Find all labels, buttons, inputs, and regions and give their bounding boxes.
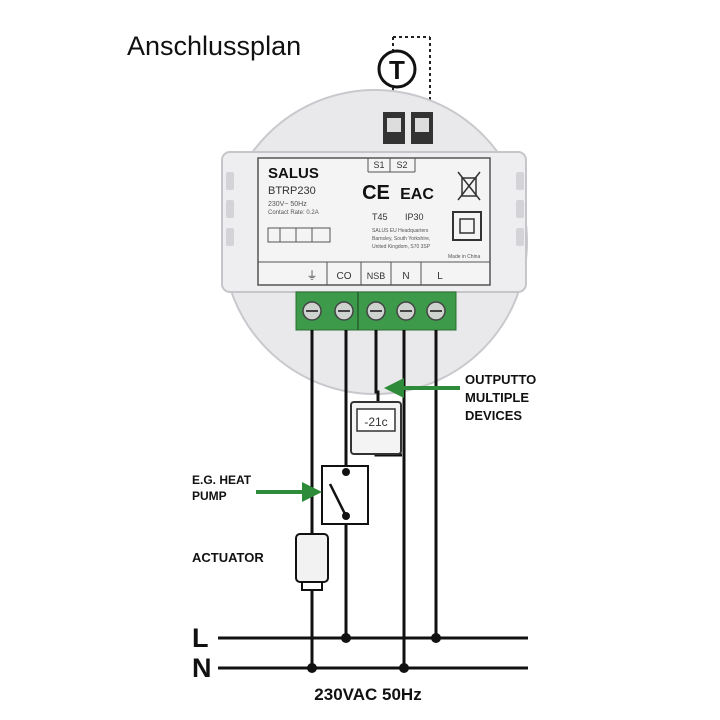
device-label: [257, 157, 491, 286]
terminal-label-nsb: NSB: [367, 271, 386, 281]
temp-rating: T45: [372, 212, 388, 222]
actuator-device: [295, 533, 329, 591]
terminal-label-earth: ⏚: [307, 269, 318, 282]
heat-pump-arrow-icon: [256, 482, 322, 502]
terminal-label-n: N: [402, 271, 409, 282]
sensor-label-s2: S2: [396, 160, 407, 170]
room-display-device: -21c: [350, 401, 402, 455]
display-readout: -21c: [364, 415, 387, 429]
terminal-labels: ⏚ CO NSB N L: [307, 262, 443, 285]
terminal-label-l: L: [437, 271, 443, 282]
output-label-line-3: DEVICES: [465, 408, 522, 423]
eac-mark: EAC: [400, 186, 434, 203]
supply-label: 230VAC 50Hz: [314, 685, 421, 704]
sensor-circle-icon: [377, 49, 417, 89]
made-in-text: Made in China: [448, 254, 480, 260]
address-line-2: Barnsley, South Yorkshire,: [372, 236, 430, 242]
load-text: Contact Rate: 0.2A: [268, 210, 319, 216]
relay-switch: [321, 465, 369, 525]
actuator-label: ACTUATOR: [192, 550, 264, 565]
ip-rating: IP30: [405, 212, 424, 222]
terminal-label-co: CO: [337, 271, 352, 282]
output-arrow-icon: [384, 378, 460, 398]
junction-dots: [307, 633, 441, 673]
heat-pump-label-line-2: PUMP: [192, 489, 227, 503]
output-label-line-1: OUTPUTTO: [465, 372, 536, 387]
brand-logo: SALUS: [268, 165, 319, 182]
address-line-3: United Kingdom, S70 3SP: [372, 244, 431, 250]
address-line-1: SALUS EU Headquarters: [372, 228, 429, 234]
sensor-symbol: T: [389, 55, 405, 85]
temperature-sensor: T: [377, 36, 431, 112]
heat-pump-label-line-1: E.G. HEAT: [192, 473, 252, 487]
double-insulation-icon: [452, 211, 482, 241]
output-label-line-2: MULTIPLE: [465, 390, 529, 405]
rating-text: 230V~ 50Hz: [268, 201, 307, 208]
bus-label-l: L: [192, 623, 209, 653]
model-name: BTRP230: [268, 185, 316, 197]
ce-mark: CE: [362, 182, 390, 204]
weee-bin-icon: [457, 171, 481, 201]
relay-symbol-icon: [267, 227, 331, 243]
bus-label-n: N: [192, 653, 212, 683]
sensor-label-s1: S1: [373, 160, 384, 170]
terminal-block: [295, 291, 457, 331]
diagram-title: Anschlussplan: [127, 31, 301, 61]
